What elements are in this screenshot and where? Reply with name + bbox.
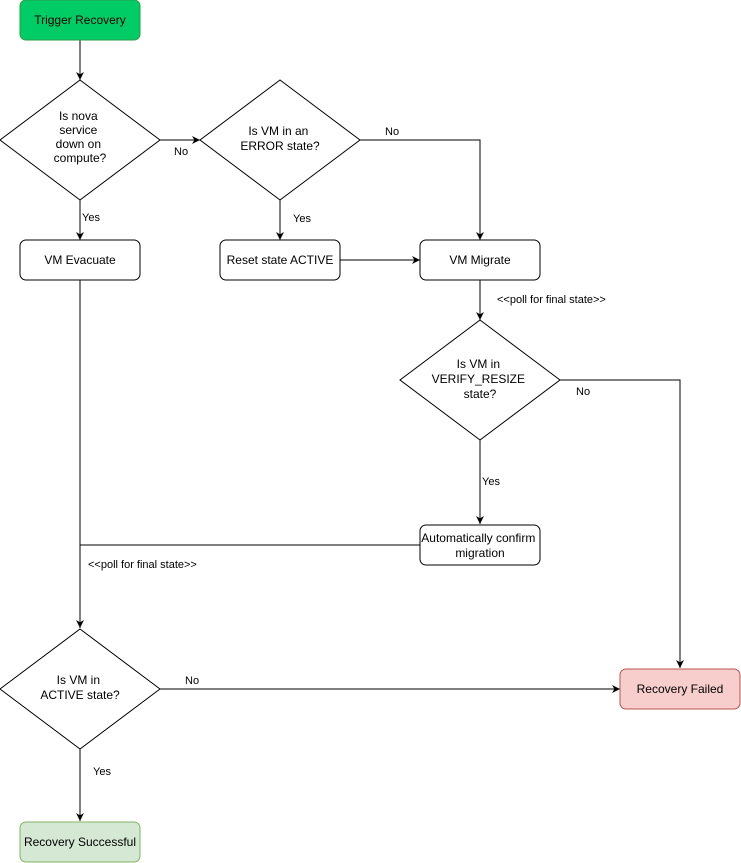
edges [76,40,684,821]
label-verify-no: No [576,386,590,398]
vm-error-shape [199,79,361,201]
recovery-successful-node: Recovery Successful [19,821,141,863]
recovery-failed-label: Recovery Failed [637,682,724,696]
reset-state-node: Reset state ACTIVE [219,239,341,281]
recovery-successful-border [19,821,141,863]
label-migrate-poll: <<poll for final state>> [497,294,606,306]
active-state-decision: Is VM in ACTIVE state? [0,628,161,750]
label-nova-yes: Yes [82,212,100,224]
nova-down-decision: Is nova service down on compute? [0,79,161,201]
vm-evacuate-label: VM Evacuate [44,253,116,267]
vm-migrate-label: VM Migrate [449,253,511,267]
trigger-recovery-border [19,0,141,41]
vm-evacuate-shape [19,239,141,281]
confirm-migration-label: Automatically confirm migration [421,531,538,560]
nova-down-label: Is nova service down on compute? [54,109,107,165]
label-error-no: No [385,126,399,138]
verify-resize-shape [399,319,561,441]
active-state-shape [0,628,161,750]
vm-migrate-node: VM Migrate [419,239,541,281]
vm-evacuate-node: VM Evacuate [19,239,141,281]
vm-error-label: Is VM in an ERROR state? [240,124,320,153]
label-verify-yes: Yes [482,476,500,488]
recovery-successful-label: Recovery Successful [24,835,136,849]
label-evacuate-poll: <<poll for final state>> [88,559,197,571]
confirm-migration-shape [419,524,541,566]
vm-error-decision: Is VM in an ERROR state? [199,79,361,201]
edge-error-no-to-migrate [360,139,484,240]
edge-verify-no-to-failed [560,379,684,668]
trigger-recovery-node: Trigger Recovery [19,0,141,41]
trigger-recovery-label: Trigger Recovery [34,13,126,27]
label-error-yes: Yes [293,213,311,225]
recovery-failed-node: Recovery Failed [619,668,741,710]
vm-migrate-shape [419,239,541,281]
verify-resize-decision: Is VM in VERIFY_RESIZE state? [399,319,561,441]
label-nova-no: No [174,146,188,158]
edge-labels: No Yes No Yes <<poll for final state>> N… [82,126,606,778]
label-active-yes: Yes [93,766,111,778]
reset-state-label: Reset state ACTIVE [227,253,334,267]
verify-resize-label: Is VM in VERIFY_RESIZE state? [432,357,529,401]
recovery-failed-shape [620,669,740,709]
trigger-recovery-shape [20,0,140,40]
label-active-no: No [185,675,199,687]
reset-state-shape [219,239,341,281]
recovery-successful-shape [20,822,140,862]
recovery-failed-border [619,668,741,710]
nova-down-shape [0,79,161,201]
confirm-migration-node: Automatically confirm migration [419,524,541,566]
active-state-label: Is VM in ACTIVE state? [40,673,120,702]
